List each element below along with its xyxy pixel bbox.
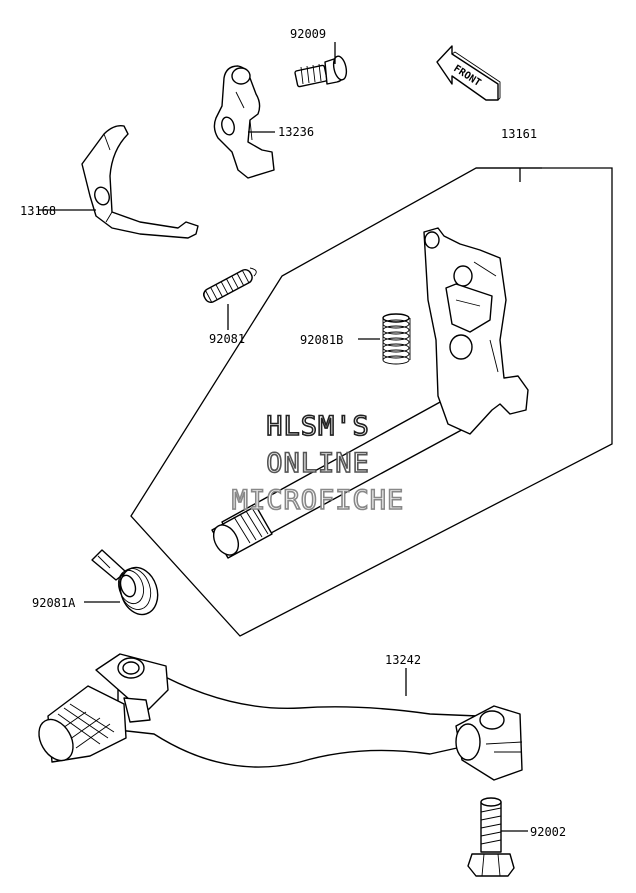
watermark-line-2: ONLINE: [266, 448, 370, 479]
bolt-92002: [467, 797, 528, 877]
watermark-line-1: HLSM'S: [266, 411, 370, 442]
label-92081b: 92081B: [300, 333, 343, 347]
arrow-plate-13236: [213, 65, 275, 179]
label-92009: 92009: [290, 27, 326, 41]
spring-92081a: [84, 549, 159, 616]
shift-shaft-13161: [130, 167, 613, 637]
label-13168: 13168: [20, 204, 56, 218]
label-13161: 13161: [501, 127, 537, 141]
shift-pedal-13242: [38, 653, 523, 781]
label-92081a: 92081A: [32, 596, 76, 610]
label-92002: 92002: [530, 825, 566, 839]
label-13242: 13242: [385, 653, 421, 667]
spring-92081b: [358, 313, 411, 365]
label-92081: 92081: [209, 332, 245, 346]
stopper-arm-13168: [38, 124, 199, 239]
watermark-line-3: MICROFICHE: [232, 485, 405, 516]
front-arrow: FRONT: [436, 45, 501, 101]
bolt-92009: [294, 42, 348, 88]
label-13236: 13236: [278, 125, 314, 139]
spring-92081: [203, 267, 257, 330]
